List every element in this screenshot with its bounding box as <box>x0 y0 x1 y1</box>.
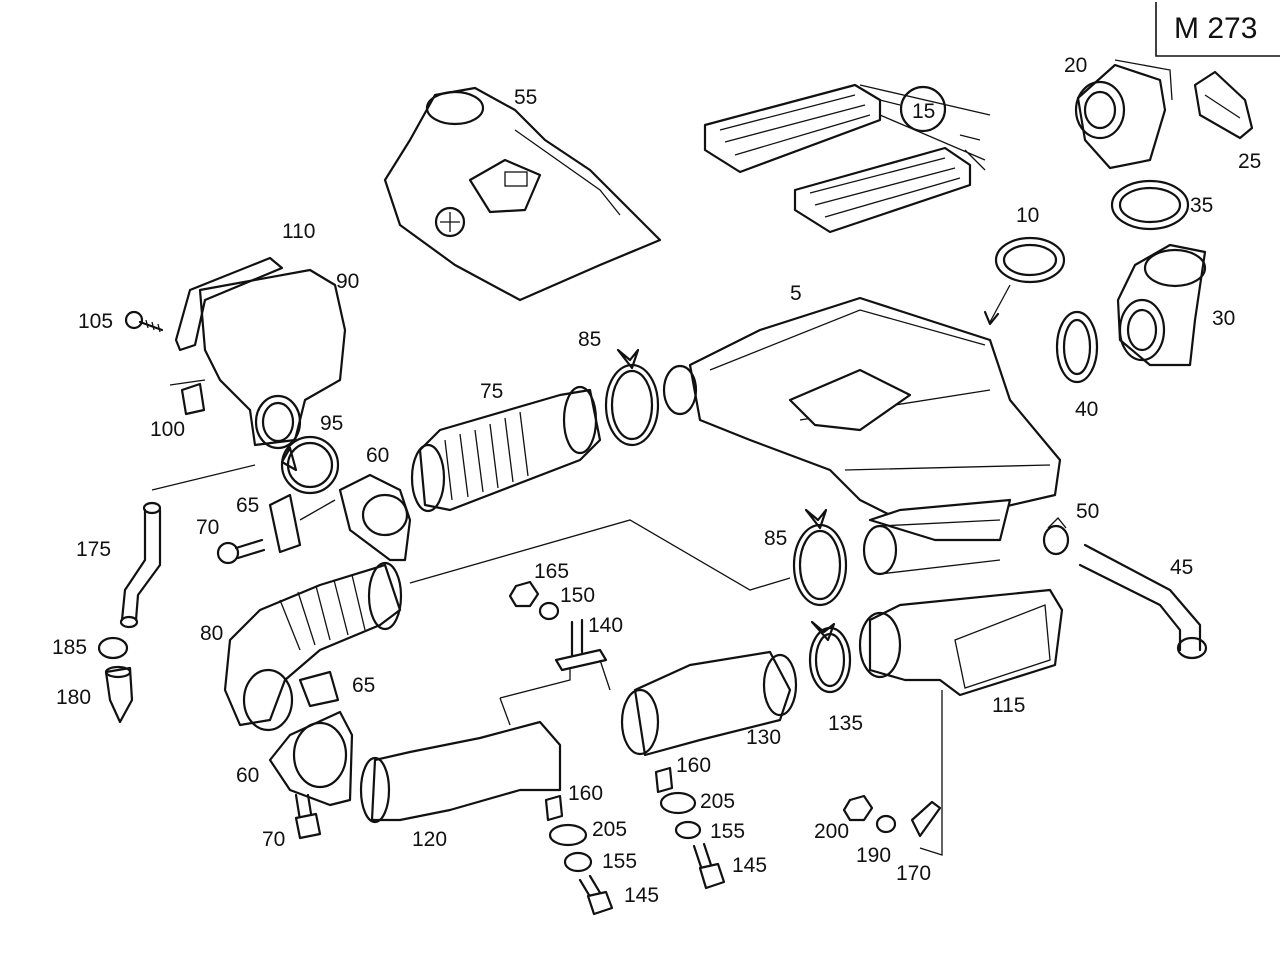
callout-40: 40 <box>1075 398 1098 421</box>
callout-200: 200 <box>814 820 849 843</box>
spacer-160-left <box>544 794 564 822</box>
air-filter-elements <box>703 83 986 234</box>
callout-55: 55 <box>514 86 537 109</box>
ring-40 <box>1055 310 1099 384</box>
callout-115: 115 <box>992 694 1025 717</box>
air-flow-sensor-20 <box>1074 59 1173 170</box>
callout-60-lower: 60 <box>236 764 259 787</box>
callout-110: 110 <box>282 220 315 243</box>
clamp-185 <box>97 636 129 660</box>
callout-100: 100 <box>150 418 185 441</box>
screw-105 <box>124 310 164 333</box>
connector-25 <box>1193 70 1254 140</box>
spacer-160-right <box>654 766 674 794</box>
hose-175 <box>119 464 256 629</box>
seal-ring-10 <box>983 236 1066 326</box>
callout-150: 150 <box>560 584 595 607</box>
bracket-60-lower <box>268 710 354 807</box>
engine-cover <box>383 86 662 302</box>
callout-165: 165 <box>534 560 569 583</box>
callout-70-upper: 70 <box>196 516 219 539</box>
clip-65-lower <box>298 670 340 708</box>
callout-185: 185 <box>52 636 87 659</box>
seal-110 <box>174 256 284 352</box>
callout-135: 135 <box>828 712 863 735</box>
nut-100 <box>169 379 206 416</box>
callout-20: 20 <box>1064 54 1087 77</box>
washer-150 <box>538 601 560 621</box>
callout-160-right: 160 <box>676 754 711 777</box>
bolt-70-upper <box>216 538 266 565</box>
callout-45: 45 <box>1170 556 1193 579</box>
tube-120 <box>359 720 562 824</box>
callout-10: 10 <box>1016 204 1039 227</box>
bracket-170 <box>910 800 942 838</box>
hose-45 <box>1078 543 1208 660</box>
bellows-80 <box>223 561 403 732</box>
bolt-70-lower <box>294 793 322 840</box>
leader-lines <box>409 84 991 856</box>
bracket-60-upper <box>338 473 412 562</box>
callout-25: 25 <box>1238 150 1261 173</box>
callout-175: 175 <box>76 538 111 561</box>
callout-80: 80 <box>200 622 223 645</box>
washer-205-right <box>659 791 697 815</box>
callout-145-right: 145 <box>732 854 767 877</box>
callout-180: 180 <box>56 686 91 709</box>
duct-115 <box>858 588 1064 697</box>
callout-5: 5 <box>790 282 802 305</box>
bolt-145-left <box>578 874 614 916</box>
callout-140: 140 <box>588 614 623 637</box>
callout-90: 90 <box>336 270 359 293</box>
callout-30: 30 <box>1212 307 1235 330</box>
callout-70-lower: 70 <box>262 828 285 851</box>
clamp-85-upper <box>604 348 660 447</box>
callout-95: 95 <box>320 412 343 435</box>
callout-15: 15 <box>912 100 935 123</box>
callout-50: 50 <box>1076 500 1099 523</box>
clip-50 <box>1042 517 1070 556</box>
callout-190: 190 <box>856 844 891 867</box>
valve-180 <box>104 665 134 724</box>
callout-65-upper: 65 <box>236 494 259 517</box>
clamp-95 <box>280 435 340 495</box>
clamp-135 <box>808 620 852 694</box>
model-label: M 273 <box>1155 2 1280 57</box>
callout-120: 120 <box>412 828 447 851</box>
intake-duct-90 <box>198 268 347 450</box>
callout-105: 105 <box>78 310 113 333</box>
callout-75: 75 <box>480 380 503 403</box>
washer-205-left <box>548 823 588 847</box>
washer-155-left <box>563 851 593 873</box>
callout-155-left: 155 <box>602 850 637 873</box>
callout-205-right: 205 <box>700 790 735 813</box>
nut-200 <box>842 794 874 822</box>
callout-205-left: 205 <box>592 818 627 841</box>
bolt-145-right <box>692 842 726 890</box>
air-flow-sensor-30 <box>1116 243 1207 367</box>
callout-35: 35 <box>1190 194 1213 217</box>
bracket-140 <box>554 618 608 672</box>
callout-65-lower: 65 <box>352 674 375 697</box>
air-filter-housing <box>662 296 1062 576</box>
callout-160-left: 160 <box>568 782 603 805</box>
callout-170: 170 <box>896 862 931 885</box>
ring-35 <box>1110 179 1190 231</box>
washer-190 <box>875 814 897 834</box>
model-label-text: M 273 <box>1174 12 1257 45</box>
callouts: 5 10 15 20 25 30 35 40 45 50 55 60 60 65… <box>52 54 1261 907</box>
callout-130: 130 <box>746 726 781 749</box>
tube-130 <box>620 650 798 757</box>
bellows-75 <box>410 385 602 513</box>
callout-85-upper: 85 <box>578 328 601 351</box>
nut-165 <box>508 580 540 608</box>
callout-85-lower: 85 <box>764 527 787 550</box>
clip-65-upper <box>268 493 336 554</box>
clamp-85-lower <box>792 508 848 607</box>
washer-155-right <box>674 820 702 840</box>
callout-155-right: 155 <box>710 820 745 843</box>
callout-60-upper: 60 <box>366 444 389 467</box>
callout-145-left: 145 <box>624 884 659 907</box>
